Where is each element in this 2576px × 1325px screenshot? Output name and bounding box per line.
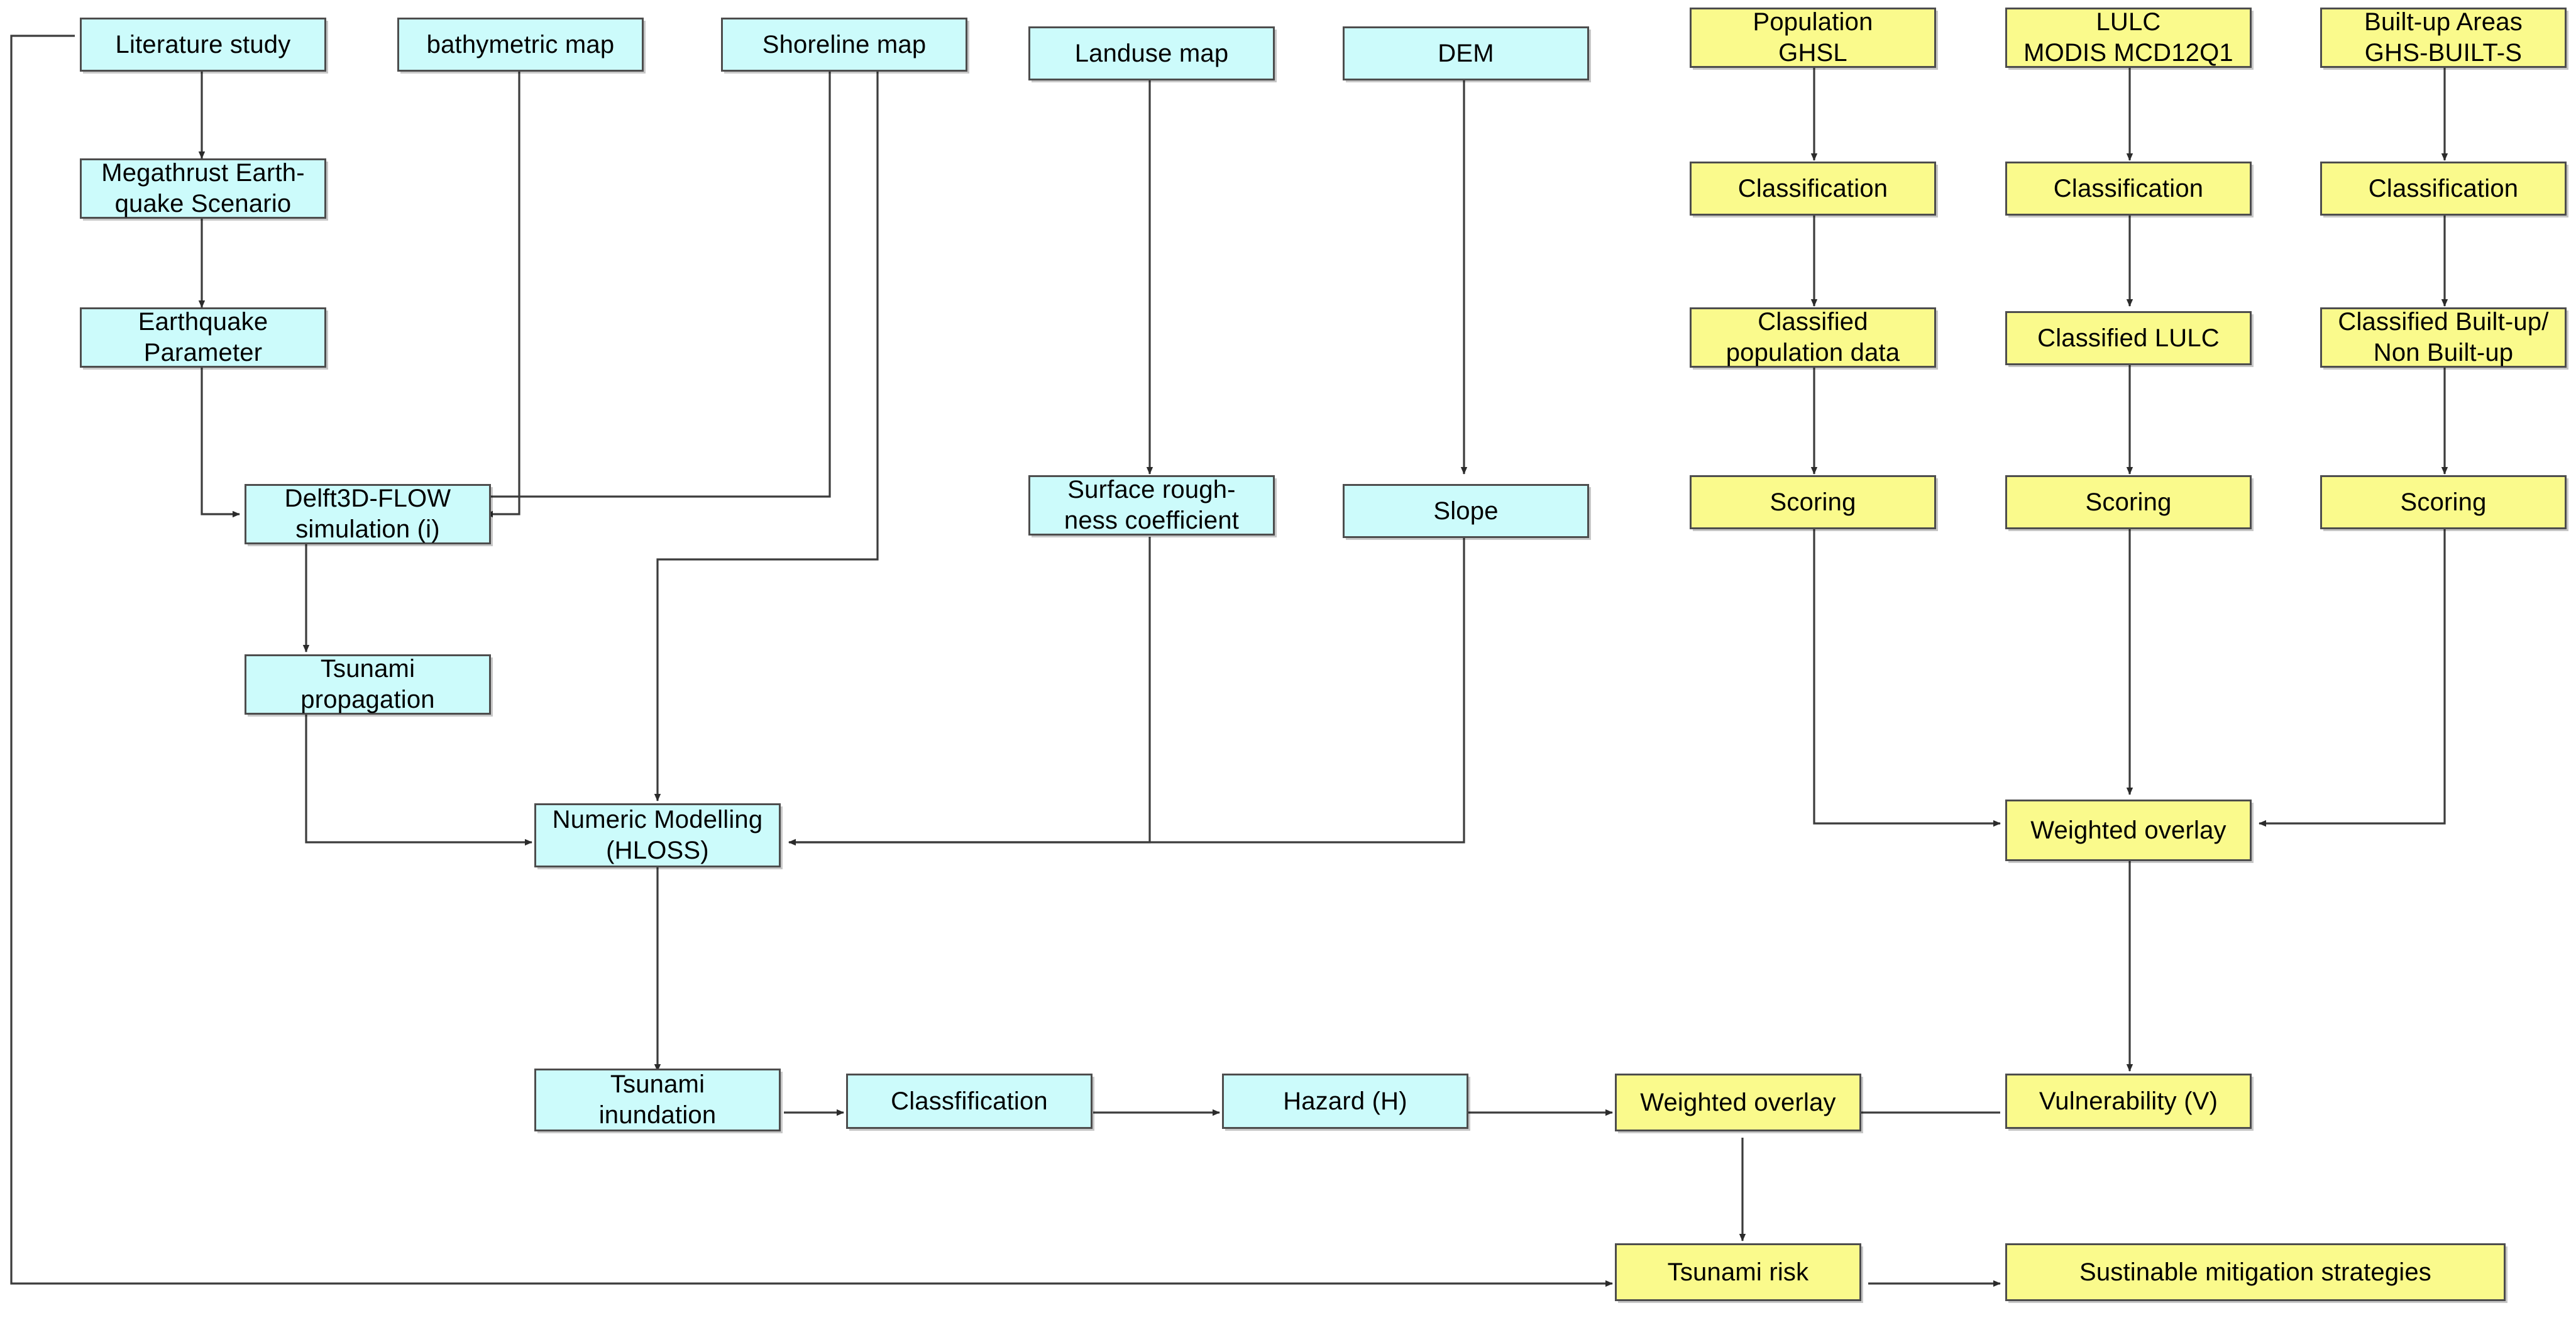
node-tsunami_propagation[interactable]: Tsunami propagation [245, 654, 491, 715]
node-delft3d_flow[interactable]: Delft3D-FLOW simulation (i) [245, 484, 491, 544]
edge-propagation-to-numeric [305, 715, 532, 846]
node-dem[interactable]: DEM [1343, 26, 1589, 80]
edge-roughness-to-numeric [788, 537, 1151, 846]
node-classification_pop[interactable]: Classification [1690, 162, 1936, 216]
node-megathrust_scenario[interactable]: Megathrust Earth- quake Scenario [80, 158, 326, 219]
node-tsunami_risk[interactable]: Tsunami risk [1615, 1243, 1861, 1301]
edge-shoreline-to-delft3d [486, 54, 831, 498]
node-numeric_modelling[interactable]: Numeric Modelling (HLOSS) [534, 803, 781, 867]
node-classification_built[interactable]: Classification [2320, 162, 2567, 216]
node-earthquake_parameter[interactable]: Earthquake Parameter [80, 307, 326, 368]
node-classified_builtup[interactable]: Classified Built-up/ Non Built-up [2320, 307, 2567, 368]
node-classfification[interactable]: Classfification [846, 1074, 1093, 1129]
node-classified_population[interactable]: Classified population data [1690, 307, 1936, 368]
node-literature_study[interactable]: Literature study [80, 18, 326, 72]
node-builtup_areas[interactable]: Built-up Areas GHS-BUILT-S [2320, 8, 2567, 68]
node-shoreline_map[interactable]: Shoreline map [721, 18, 967, 72]
node-surface_roughness[interactable]: Surface rough- ness coefficient [1028, 475, 1275, 536]
node-hazard_h[interactable]: Hazard (H) [1222, 1074, 1468, 1129]
edge-paths [10, 35, 2448, 1287]
edge-slope-to-numeric [788, 537, 1465, 846]
edge-scoring-built-to-weighted-overlay [2259, 515, 2446, 827]
node-slope[interactable]: Slope [1343, 484, 1589, 538]
node-mitigation_strategies[interactable]: Sustinable mitigation strategies [2005, 1243, 2506, 1301]
node-scoring_lulc[interactable]: Scoring [2005, 475, 2252, 529]
edge-parameter-to-delft3d [201, 368, 240, 518]
node-population_ghsl[interactable]: Population GHSL [1690, 8, 1936, 68]
node-bathymetric_map[interactable]: bathymetric map [397, 18, 644, 72]
node-tsunami_inundation[interactable]: Tsunami inundation [534, 1069, 781, 1131]
edge-bathymetric-to-delft3d [485, 54, 520, 518]
node-weighted_overlay_risk[interactable]: Weighted overlay [1615, 1074, 1861, 1131]
node-landuse_map[interactable]: Landuse map [1028, 26, 1275, 80]
node-lulc_modis[interactable]: LULC MODIS MCD12Q1 [2005, 8, 2252, 68]
node-scoring_built[interactable]: Scoring [2320, 475, 2567, 529]
edge-literature-to-tsunami-risk [10, 35, 1613, 1287]
node-classification_lulc[interactable]: Classification [2005, 162, 2252, 216]
node-classified_lulc[interactable]: Classified LULC [2005, 311, 2252, 365]
edge-shoreline-to-numeric [654, 54, 879, 801]
node-weighted_overlay_vuln[interactable]: Weighted overlay [2005, 800, 2252, 861]
node-vulnerability_v[interactable]: Vulnerability (V) [2005, 1074, 2252, 1129]
edge-scoring-pop-to-weighted-overlay [1813, 515, 2001, 827]
node-scoring_pop[interactable]: Scoring [1690, 475, 1936, 529]
